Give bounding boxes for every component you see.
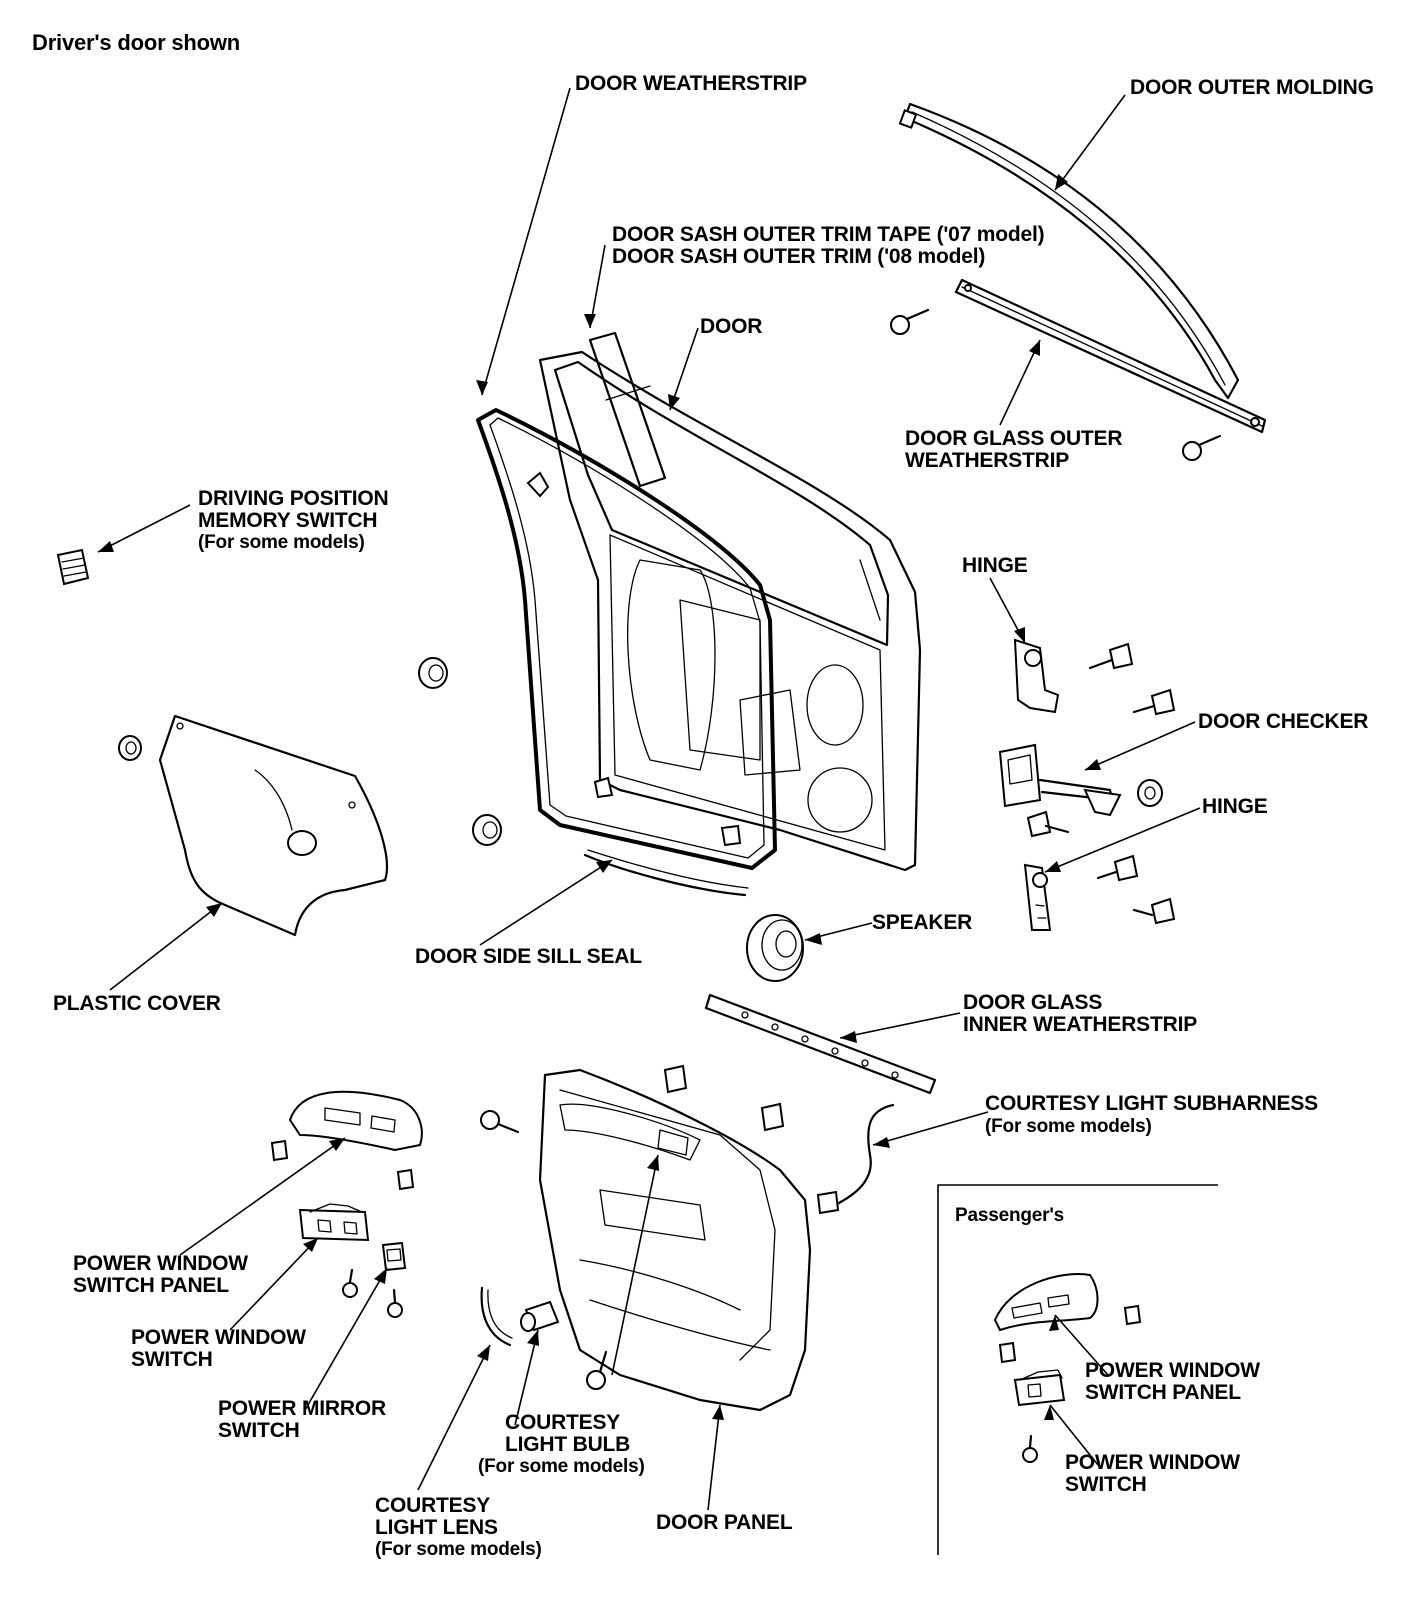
grommet-icon <box>418 657 448 689</box>
door-glass-outer-weatherstrip-part <box>954 278 1267 434</box>
mirror-switch-part <box>381 1241 407 1272</box>
clip-icon <box>760 1102 785 1132</box>
label-trim-tape-07: DOOR SASH OUTER TRIM TAPE ('07 model) <box>612 223 1045 246</box>
diagram-title: Driver's door shown <box>32 30 241 55</box>
clip-icon <box>663 1064 688 1094</box>
sill-seal-part <box>583 849 749 897</box>
courtesy-subharness-part <box>816 1103 895 1215</box>
label-glass-outer-ws-2: WEATHERSTRIP <box>905 449 1070 472</box>
label-passenger-switch-2: SWITCH <box>1065 1473 1147 1496</box>
trim-tape-part <box>588 331 667 488</box>
label-passenger-panel-1: POWER WINDOW <box>1085 1359 1260 1382</box>
door-panel-part <box>538 1068 812 1412</box>
clip-icon <box>1182 434 1222 461</box>
memory-switch-part <box>56 548 90 586</box>
clip-icon <box>1123 1304 1142 1326</box>
label-glass-outer-ws-1: DOOR GLASS OUTER <box>905 427 1123 450</box>
label-pw-switch-panel-1: POWER WINDOW <box>73 1252 248 1275</box>
label-trim-08: DOOR SASH OUTER TRIM ('08 model) <box>612 245 986 268</box>
screw-icon <box>1022 1434 1038 1463</box>
label-door-checker: DOOR CHECKER <box>1198 710 1369 733</box>
bolt-icon <box>1132 688 1176 716</box>
clip-icon <box>396 1168 415 1191</box>
label-mirror-switch-2: SWITCH <box>218 1419 300 1442</box>
grommet-icon <box>118 735 142 761</box>
label-memory-switch-3: (For some models) <box>198 532 365 553</box>
door-weatherstrip-part <box>476 408 777 870</box>
label-door: DOOR <box>700 315 763 338</box>
bolt-icon <box>1026 810 1070 838</box>
pw-switch-panel-part <box>288 1090 423 1152</box>
leader-lines <box>97 87 1201 1511</box>
speaker-part <box>746 914 804 982</box>
label-pw-switch-1: POWER WINDOW <box>131 1326 306 1349</box>
label-bulb-3: (For some models) <box>478 1456 645 1477</box>
label-speaker: SPEAKER <box>872 911 973 934</box>
label-subharness-1: COURTESY LIGHT SUBHARNESS <box>985 1092 1318 1115</box>
plastic-cover-part <box>158 714 389 937</box>
label-mirror-switch-1: POWER MIRROR <box>218 1397 386 1420</box>
bolt-icon <box>1137 779 1163 807</box>
label-door-outer-molding: DOOR OUTER MOLDING <box>1130 76 1374 99</box>
bolt-icon <box>1088 642 1134 670</box>
grommet-icon <box>472 814 502 846</box>
label-memory-switch-2: MEMORY SWITCH <box>198 509 378 532</box>
label-hinge-upper: HINGE <box>962 554 1028 577</box>
label-glass-inner-ws-2: INNER WEATHERSTRIP <box>963 1013 1198 1036</box>
label-subharness-2: (For some models) <box>985 1116 1152 1137</box>
label-lens-2: LIGHT LENS <box>375 1516 498 1539</box>
label-bulb-1: COURTESY <box>505 1411 621 1434</box>
upper-hinge-part <box>1013 638 1060 714</box>
courtesy-bulb-part <box>520 1300 560 1332</box>
passenger-pw-switch-panel-part <box>993 1273 1099 1332</box>
bolt-icon <box>1132 897 1176 925</box>
door-glass-inner-weatherstrip-part <box>704 993 937 1095</box>
label-door-panel: DOOR PANEL <box>656 1511 793 1534</box>
passenger-heading: Passenger's <box>955 1205 1064 1226</box>
arrowheads <box>98 174 1101 1420</box>
label-door-weatherstrip: DOOR WEATHERSTRIP <box>575 72 807 95</box>
door-checker-part <box>998 743 1122 817</box>
courtesy-lens-part <box>480 1286 513 1347</box>
door-outer-molding-part <box>898 102 1240 400</box>
label-pw-switch-2: SWITCH <box>131 1348 213 1371</box>
label-bulb-2: LIGHT BULB <box>505 1433 631 1456</box>
label-passenger-panel-2: SWITCH PANEL <box>1085 1381 1241 1404</box>
label-hinge-lower: HINGE <box>1202 795 1268 818</box>
screw-icon <box>480 1110 520 1134</box>
bolt-icon <box>1096 854 1139 882</box>
label-passenger-switch-1: POWER WINDOW <box>1065 1451 1240 1474</box>
clip-icon <box>998 1341 1017 1364</box>
pw-switch-part <box>298 1203 370 1242</box>
label-lens-1: COURTESY <box>375 1494 491 1517</box>
label-memory-switch-1: DRIVING POSITION <box>198 487 389 510</box>
clip-icon <box>270 1139 289 1162</box>
screw-icon <box>586 1350 608 1390</box>
screw-icon <box>342 1268 358 1298</box>
label-sill-seal: DOOR SIDE SILL SEAL <box>415 945 642 968</box>
passenger-pw-switch-part <box>1013 1369 1066 1407</box>
label-plastic-cover: PLASTIC COVER <box>53 992 221 1015</box>
label-pw-switch-panel-2: SWITCH PANEL <box>73 1274 229 1297</box>
screw-icon <box>387 1288 403 1318</box>
lower-hinge-part <box>1023 863 1052 931</box>
clip-icon <box>890 308 930 335</box>
label-lens-3: (For some models) <box>375 1539 542 1560</box>
passenger-box-frame <box>937 1184 1218 1555</box>
label-glass-inner-ws-1: DOOR GLASS <box>963 991 1103 1014</box>
